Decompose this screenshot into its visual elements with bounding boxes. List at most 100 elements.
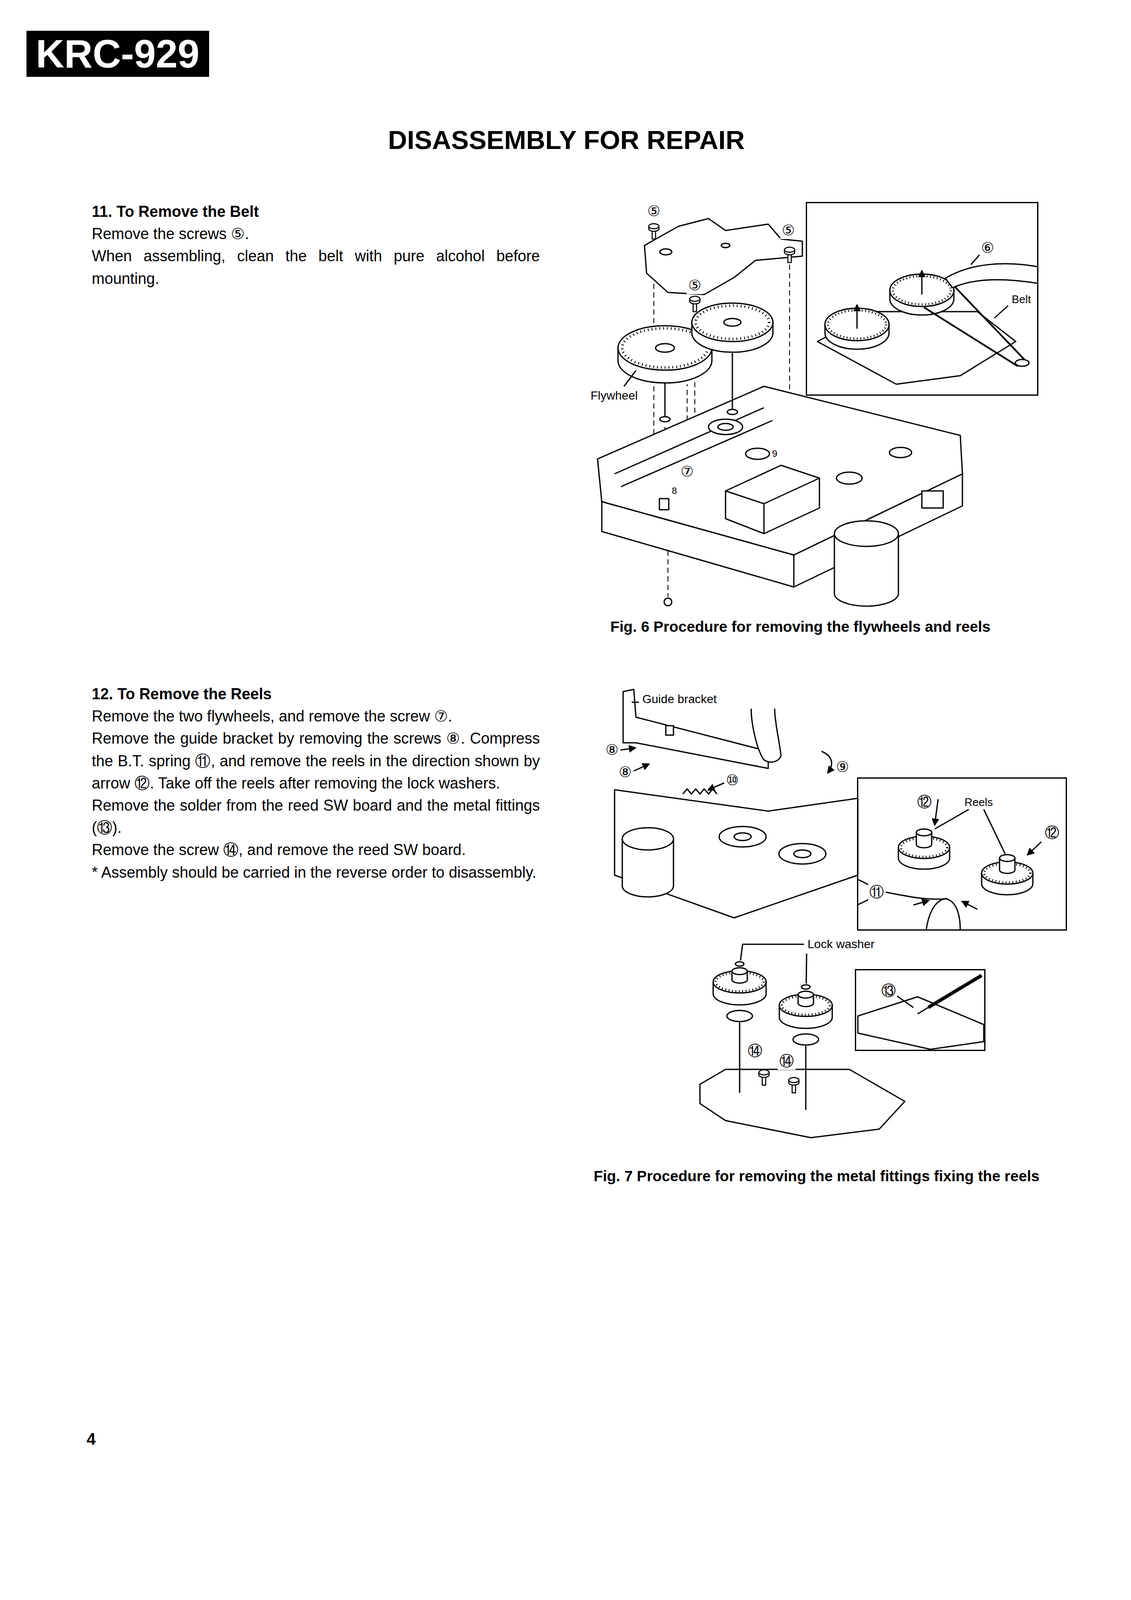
reel-chassis (622, 827, 674, 850)
part-marking: 9 (770, 448, 779, 459)
tape-deck-chassis (921, 490, 944, 508)
exploded-reels (801, 984, 811, 989)
callout-number: ⑨ (834, 758, 851, 776)
exploded-reels (805, 1045, 807, 1110)
reel-chassis (614, 789, 858, 918)
model-name: KRC-929 (35, 34, 200, 74)
tape-deck-chassis (664, 597, 672, 606)
flywheel (727, 409, 738, 415)
flywheel (695, 305, 770, 339)
reel-chassis (793, 849, 811, 858)
reels-inset-drawing (962, 901, 978, 910)
tape-deck-chassis (763, 503, 765, 534)
top-plate (721, 243, 730, 248)
exploded-reels (735, 961, 744, 966)
inset-box: ⑫Reels⑫⑪ (856, 777, 1067, 931)
callout-number: ⑪ (868, 883, 886, 900)
instruction-text: Remove the solder from the reed SW board… (91, 794, 540, 839)
callout-number: ⑧ (603, 741, 621, 758)
reels-inset-drawing (1027, 841, 1042, 855)
reels-inset-drawing (913, 900, 929, 905)
reel-chassis (778, 843, 826, 864)
inset-box: ⑥Belt (805, 201, 1039, 396)
flywheel (617, 303, 773, 422)
callout-number: ⑤ (686, 276, 703, 294)
top-plate (659, 248, 672, 255)
exploded-reels (726, 1010, 753, 1022)
solder-inset-drawing (928, 975, 982, 1008)
callout-number: ⑭ (777, 1052, 796, 1070)
exploded-reels (739, 1022, 741, 1093)
tape-deck-chassis (725, 490, 764, 504)
tape-deck-chassis (597, 386, 963, 555)
guide-bracket (751, 708, 782, 762)
tape-deck-chassis (763, 478, 820, 504)
guide-bracket (620, 689, 832, 790)
part-label: Belt (1010, 293, 1033, 306)
guide-bracket (821, 751, 832, 773)
top-plate (623, 218, 803, 387)
exploded-reels (740, 944, 805, 961)
instruction-text: Remove the two flywheels, and remove the… (91, 705, 540, 728)
belt-inset-drawing (856, 305, 858, 329)
callout-number: ⑩ (724, 771, 741, 789)
tape-deck-chassis (793, 554, 795, 587)
instruction-text: Remove the guide bracket by removing the… (91, 727, 540, 795)
part-label: Flywheel (588, 388, 640, 403)
callout-number: ⑫ (915, 793, 933, 810)
top-plate (648, 223, 659, 240)
section-heading: 11. To Remove the Belt (91, 200, 540, 223)
guide-bracket (633, 763, 649, 771)
tape-deck-chassis (597, 386, 963, 607)
guide-bracket (665, 725, 674, 735)
tape-deck-chassis (659, 498, 669, 510)
exploded-reels (699, 1069, 905, 1138)
belt-inset-drawing (924, 307, 1018, 367)
solder-inset-drawing (857, 975, 984, 1050)
guide-bracket (620, 747, 636, 750)
reels-inset-drawing (999, 854, 1015, 862)
instruction-text: Remove the screw ⑭, and remove the reed … (91, 838, 540, 861)
guide-bracket (708, 782, 725, 790)
reel-chassis (614, 788, 876, 918)
flywheel (655, 343, 675, 353)
part-marking: 8 (670, 485, 679, 496)
page-title: DISASSEMBLY FOR REPAIR (387, 124, 745, 155)
callout-number: ⑤ (645, 202, 662, 220)
callout-number: ⑦ (679, 463, 696, 480)
callout-number: ⑤ (780, 221, 797, 239)
inset-box: ⑬ (854, 968, 986, 1051)
callout-number: ⑬ (880, 982, 898, 999)
flywheel (723, 318, 741, 327)
belt-inset-drawing (970, 254, 980, 265)
tape-deck-chassis (889, 447, 912, 458)
exploded-reels (792, 1033, 819, 1045)
solder-inset-drawing (896, 995, 914, 1008)
belt-inset-drawing (921, 271, 923, 295)
tape-deck-chassis (745, 448, 770, 460)
part-label: Lock washer (805, 937, 877, 951)
reels-inset-drawing (934, 798, 939, 825)
part-label: Guide bracket (640, 692, 719, 706)
reel-chassis (682, 788, 718, 794)
tape-deck-chassis (708, 419, 743, 435)
reels-inset-drawing (934, 809, 969, 829)
tape-deck-chassis (725, 465, 820, 534)
instruction-text: Remove the screws ⑤. (91, 222, 540, 245)
exploded-reels (699, 944, 905, 1138)
tape-deck-chassis (834, 520, 899, 547)
page-number: 4 (86, 1429, 96, 1449)
reels-inset-drawing (926, 898, 961, 931)
top-plate (623, 370, 636, 387)
figure-caption: Fig. 6 Procedure for removing the flywhe… (610, 617, 991, 636)
guide-bracket (623, 689, 769, 769)
reels-inset-drawing (983, 809, 1006, 854)
exploded-reels (758, 1069, 770, 1085)
belt-inset-drawing (1015, 359, 1029, 367)
belt-inset-drawing (994, 305, 1009, 318)
belt-inset-drawing (945, 263, 1039, 288)
flywheel (691, 303, 773, 342)
section-heading: 12. To Remove the Reels (91, 682, 540, 706)
flywheel (659, 416, 671, 422)
reels-inset-drawing (916, 828, 932, 836)
